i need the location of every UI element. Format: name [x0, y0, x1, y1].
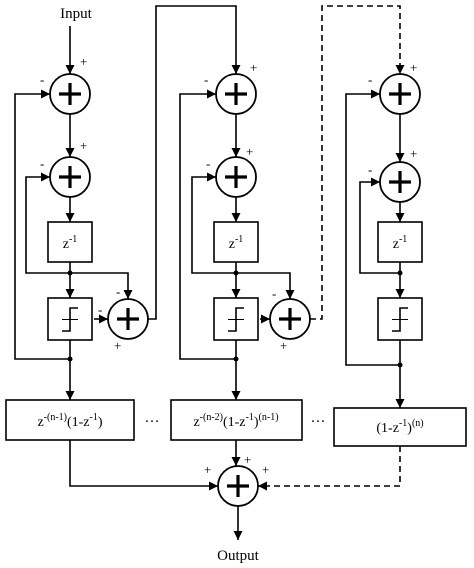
- input-label: Input: [60, 6, 92, 22]
- sign-s1-err-plus: +: [114, 338, 121, 353]
- sign-s2-sum2-minus: -: [206, 156, 210, 171]
- sign-s1-err-minus: -: [98, 302, 102, 317]
- filter-box-2: [170, 399, 303, 441]
- stage-1: [14, 5, 241, 491]
- junction-dots: [67, 270, 403, 368]
- sign-s2-err-minus: -: [272, 286, 276, 301]
- sign-s3-sum2-minus: -: [368, 162, 372, 177]
- filter-3-label: (1-z-1)(n): [376, 418, 423, 436]
- filter-box-1: [5, 399, 135, 441]
- sign-out-right-plus: +: [262, 462, 269, 477]
- stage2-delay-block: [213, 221, 259, 263]
- sign-s3-fb-minus: -: [368, 72, 372, 87]
- summer-plus-glyphs: [59, 83, 411, 497]
- stage-3: [258, 89, 405, 491]
- sign-out-top-plus: +: [244, 452, 251, 467]
- filter-box-3: [333, 407, 467, 447]
- sign-s1-sum2-minus: -: [40, 156, 44, 171]
- sign-s2-in-plus: +: [250, 60, 257, 75]
- filter-1-label: z-(n-1)(1-z-1): [37, 412, 102, 430]
- sign-s2-fb-minus: -: [204, 72, 208, 87]
- sign-out-left-plus: +: [204, 462, 211, 477]
- sign-s2-err-plus: +: [280, 338, 287, 353]
- sign-labels: + - + - - - + + - + - - + + - + - + + +: [40, 54, 417, 477]
- output-label: Output: [217, 548, 260, 564]
- filter-2-label: z-(n-2)(1-z-1)(n-1): [193, 412, 278, 430]
- stage-2: [179, 5, 405, 466]
- stage3-delay-label: z-1: [393, 234, 408, 252]
- sign-s1-fb-minus: -: [40, 72, 44, 87]
- sign-s1-err-minus-top: -: [116, 284, 120, 299]
- sign-s2-sum2-plus: +: [246, 144, 253, 159]
- stage1-delay-block: [47, 221, 93, 263]
- sign-s1-in-plus: +: [80, 54, 87, 69]
- quantizer-step-symbols: [62, 307, 408, 332]
- stage1-delay-label: z-1: [63, 234, 78, 252]
- sign-s3-sum2-plus: +: [410, 146, 417, 161]
- stage3-delay-block: [377, 221, 423, 263]
- stage2-delay-label: z-1: [229, 234, 244, 252]
- ellipsis-2: ···: [311, 414, 326, 430]
- sign-s3-in-plus: +: [410, 60, 417, 75]
- ellipsis-1: ···: [145, 414, 160, 430]
- sign-s1-sum2-plus: +: [80, 138, 87, 153]
